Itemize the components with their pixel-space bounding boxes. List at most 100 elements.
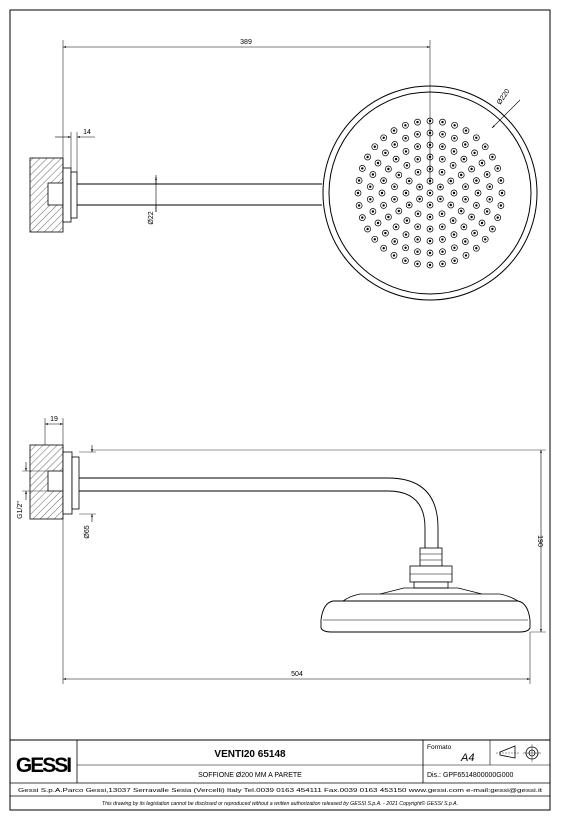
nozzle-hole (441, 250, 444, 253)
nozzle-hole (416, 171, 420, 174)
nozzle-hole (361, 167, 364, 170)
nozzle-hole (475, 247, 478, 250)
nozzle-hole (464, 240, 467, 243)
side-rosette-cap (71, 456, 80, 510)
nozzle-hole (464, 185, 467, 188)
nozzle-hole (441, 133, 444, 136)
nozzle-hole (416, 212, 420, 215)
nozzle-hole (404, 137, 407, 140)
nozzle-hole (441, 158, 444, 161)
nozzle-hole (373, 145, 376, 148)
nozzle-hole (470, 167, 473, 171)
nozzle-hole (376, 221, 380, 225)
nozzle-hole (476, 191, 480, 195)
nozzle-hole (449, 203, 452, 207)
nozzle-hole (439, 185, 442, 189)
dim-side-flange: 19 (50, 416, 58, 423)
nozzle-hole (357, 179, 361, 182)
nozzle-hole (484, 145, 487, 148)
nozzle-hole (392, 254, 396, 257)
nozzle-hole (464, 143, 467, 146)
nozzle-hole (464, 254, 468, 257)
side-view: 19 G1/2" Ø65 190 504 (17, 416, 546, 684)
dim-top-width: 389 (240, 39, 252, 46)
dim-side-height: 190 (536, 535, 543, 547)
nozzle-hole (382, 204, 385, 207)
nozzle-hole (404, 233, 408, 236)
dim-top-flange: 14 (83, 129, 91, 136)
nozzle-hole (464, 198, 467, 201)
nozzle-hole (384, 231, 387, 235)
nozzle-hole (369, 185, 372, 188)
nozzle-hole (473, 151, 476, 155)
nozzle-hole (428, 203, 432, 207)
nozzle-hole (452, 233, 456, 236)
nozzle-hole (418, 185, 421, 189)
nozzle-hole (473, 231, 476, 235)
nozzle-hole (428, 263, 432, 267)
nozzle-hole (499, 179, 503, 182)
nozzle-hole (404, 124, 407, 127)
nozzle-hole (366, 155, 369, 159)
top-rosette-cap (70, 171, 78, 219)
nozzle-hole (496, 216, 499, 219)
nozzle-pattern (354, 117, 506, 269)
nozzle-hole (428, 191, 432, 195)
nozzle-hole (452, 150, 456, 153)
nozzle-hole (405, 219, 409, 222)
projection-symbol-icon (496, 744, 541, 762)
nozzle-hole (484, 238, 487, 241)
nozzle-hole (404, 259, 407, 262)
nozzle-hole (451, 164, 455, 167)
nozzle-hole (451, 219, 455, 222)
nozzle-hole (499, 204, 503, 207)
nozzle-hole (480, 221, 484, 225)
nozzle-hole (376, 161, 380, 165)
nozzle-hole (416, 133, 419, 136)
product-name: VENTI20 65148 (214, 749, 286, 760)
nozzle-hole (418, 197, 421, 201)
nozzle-hole (393, 143, 396, 146)
nozzle-hole (491, 227, 494, 231)
nozzle-hole (488, 198, 491, 201)
nozzle-hole (371, 173, 375, 176)
nozzle-hole (416, 145, 419, 148)
nozzle-hole (439, 197, 442, 201)
nozzle-hole (357, 204, 361, 207)
nozzle-hole (453, 124, 456, 127)
nozzle-hole (440, 171, 444, 174)
top-wall-insert (47, 182, 64, 206)
nozzle-hole (387, 167, 390, 171)
nozzle-hole (416, 262, 419, 266)
nozzle-hole (428, 227, 432, 231)
nozzle-hole (475, 136, 478, 139)
formato-value: A4 (460, 752, 474, 764)
nozzle-hole (416, 250, 419, 253)
nozzle-hole (462, 157, 466, 161)
nozzle-hole (428, 239, 432, 243)
nozzle-hole (361, 216, 364, 219)
nozzle-hole (356, 191, 360, 195)
nozzle-hole (404, 150, 408, 153)
top-view: 389 14 Ø220 Ø22 (29, 39, 538, 301)
nozzle-hole (382, 136, 385, 139)
nozzle-hole (371, 210, 375, 213)
nozzle-hole (440, 212, 444, 215)
nozzle-hole (404, 246, 407, 249)
side-wall-insert (47, 470, 64, 492)
nozzle-hole (394, 225, 398, 229)
nozzle-hole (470, 215, 473, 219)
top-rosette (62, 167, 72, 223)
nozzle-hole (408, 179, 411, 183)
product-description: SOFFIONE Ø200 MM A PARETE (198, 772, 302, 779)
title-block: GESSI VENTI20 65148 SOFFIONE Ø200 MM A P… (9, 739, 551, 811)
nozzle-hole (460, 209, 463, 213)
dim-side-rosette-diameter: Ø65 (84, 525, 91, 538)
nozzle-hole (441, 262, 444, 266)
nozzle-hole (452, 191, 456, 195)
nozzle-hole (485, 173, 489, 176)
nozzle-hole (475, 179, 478, 182)
nozzle-hole (366, 227, 369, 231)
nozzle-hole (453, 137, 456, 140)
